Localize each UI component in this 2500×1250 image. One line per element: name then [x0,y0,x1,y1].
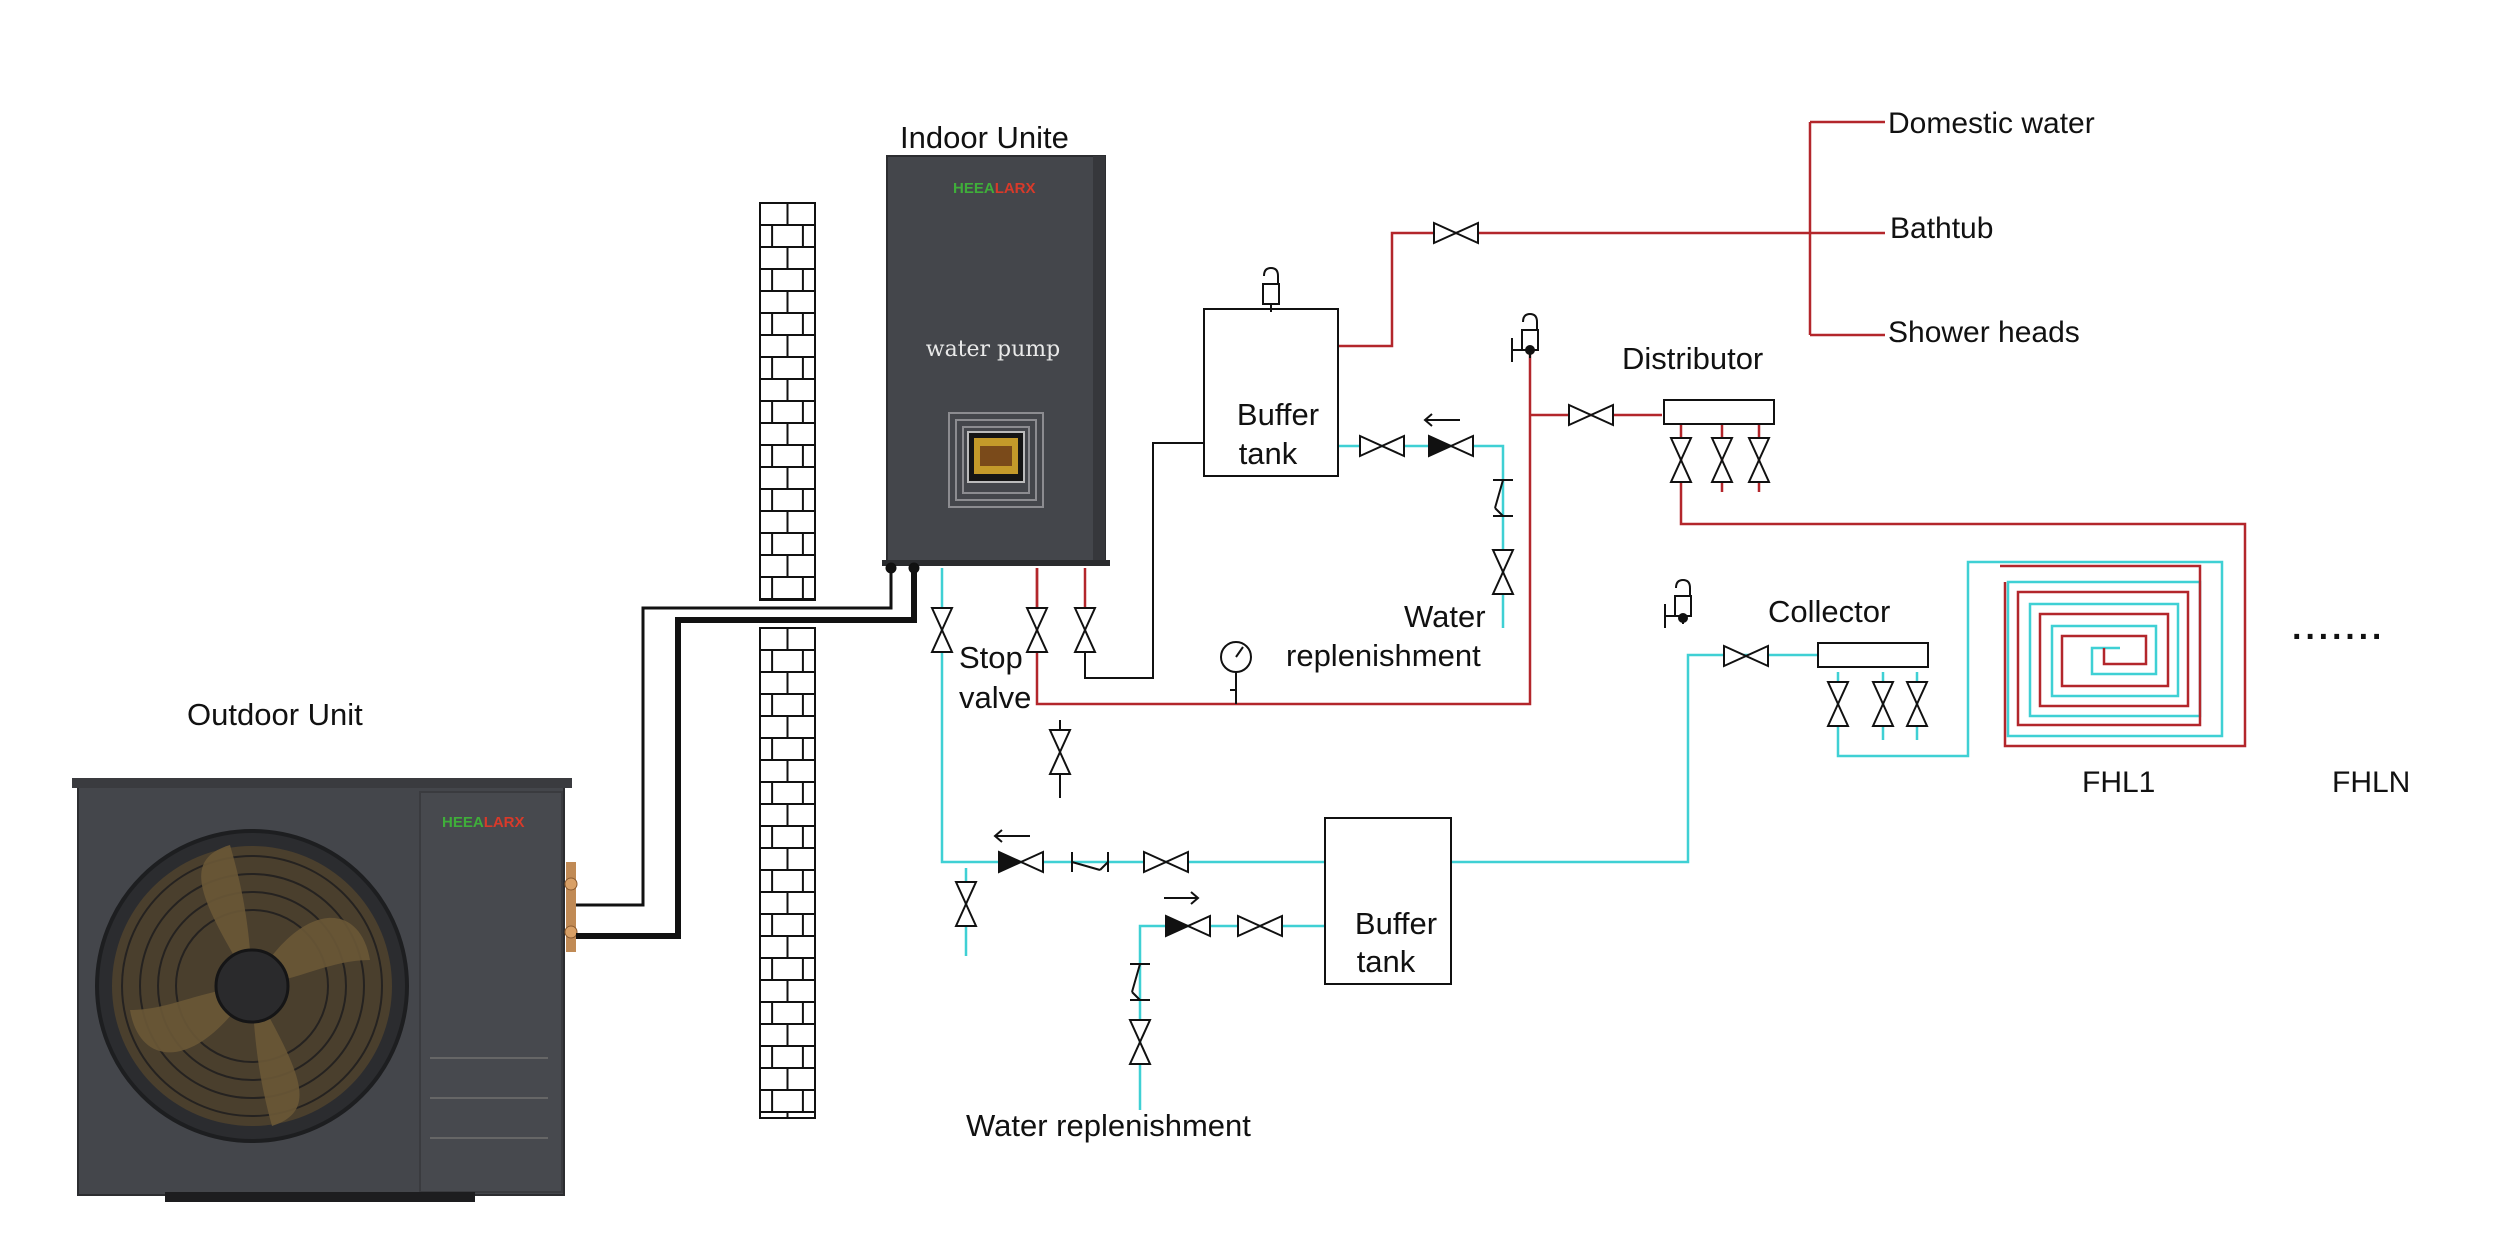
drain-valve-1 [1049,729,1071,775]
stop-valve-3 [1074,607,1096,653]
flow-arrows [993,413,1460,905]
replenishment-valve-upper [1492,549,1514,595]
outdoor-unit: HEEALARX [72,778,578,1202]
distributor-label: Distributor [1622,341,1763,376]
fhl1-label: FHL1 [2082,766,2155,799]
brick-wall-upper [759,202,816,601]
refrigerant-lines [576,562,920,939]
brick-wall-lower [759,627,816,1119]
water-replenishment-upper-label-1: Water [1404,599,1486,634]
valve-lower-line [1143,851,1189,873]
distributor-valve-1 [1670,437,1692,483]
control-panel [948,412,1044,508]
collector-valve-2 [1872,681,1894,727]
air-vent-buffer [1262,267,1280,313]
indoor-unit-title: Indoor Unite [900,120,1069,155]
replenishment-valve-lower [1129,1019,1151,1065]
distributor-manifold [1663,399,1775,425]
stop-valve-1 [931,607,953,653]
valve-distributor-inlet [1568,404,1614,426]
check-valve-upper [1428,435,1474,457]
collector-valve-1 [1827,681,1849,727]
stop-valve-label-2: valve [959,680,1031,715]
buffer-tank-lower-label-2: tank [1357,944,1416,979]
distributor-valve-2 [1711,437,1733,483]
buffer-tank-upper-label-1: Buffer [1237,397,1319,432]
water-replenishment-lower-label: Water replenishment [966,1108,1251,1143]
outdoor-brand-logo: HEEALARX [442,814,525,831]
bathtub-label: Bathtub [1890,212,1993,245]
valve-buffer-outlet [1359,435,1405,457]
drain-valve-2 [955,881,977,927]
check-valve-lower-2 [1165,915,1211,937]
stop-valve-label-1: Stop [959,640,1023,675]
pressure-gauge-icon [1220,641,1252,691]
water-replenishment-upper-label-2: replenishment [1286,638,1481,673]
water-pump-label: water pump [926,337,1061,362]
cold-water-pipes [940,444,2224,1110]
brick-wall [759,202,816,1119]
buffer-tank-upper [1203,308,1339,477]
distributor-valve-3 [1748,437,1770,483]
outdoor-unit-title: Outdoor Unit [187,697,363,732]
stop-valve-2 [1026,607,1048,653]
buffer-tank-lower [1324,817,1452,985]
collector-manifold [1817,642,1929,668]
check-valve-lower [998,851,1044,873]
buffer-tank-upper-label-2: tank [1239,436,1298,471]
indoor-brand-logo: HEEALARX [953,180,1036,197]
air-vent-collector [1664,579,1692,628]
valve-collector-inlet [1723,645,1769,667]
more-loops-ellipsis: ······· [2292,618,2385,656]
air-vent-distributor [1511,313,1539,362]
shower-heads-label: Shower heads [1888,316,2080,349]
fhln-label: FHLN [2332,766,2410,799]
buffer-tank-lower-label-1: Buffer [1355,906,1437,941]
collector-label: Collector [1768,594,1890,629]
collector-valve-3 [1906,681,1928,727]
indoor-unit: HEEALARX water pump [882,155,1110,566]
domestic-water-label: Domestic water [1888,107,2095,140]
valve-lower-buffer-outlet [1237,915,1283,937]
valve-bathtub-line [1433,222,1479,244]
